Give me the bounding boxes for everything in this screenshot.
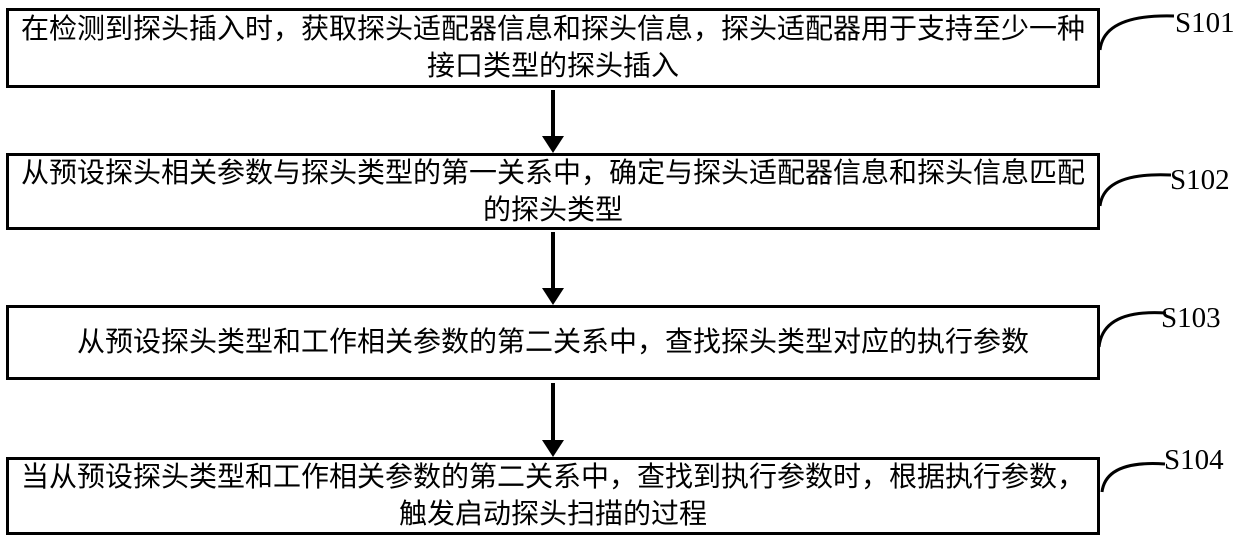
step-s102-text-line2: 的探头类型 bbox=[482, 194, 623, 226]
step-s104-text-line2: 触发启动探头扫描的过程 bbox=[398, 499, 707, 530]
arrow-s103-s104-head bbox=[542, 440, 564, 457]
leader-line-s101 bbox=[1098, 14, 1175, 51]
arrow-s102-s103-head bbox=[542, 288, 564, 305]
flow-step-s102: 从预设探头相关参数与探头类型的第一关系中，确定与探头适配器信息和探头信息匹配 的… bbox=[6, 153, 1100, 230]
step-s101-text-line1: 在检测到探头插入时，获取探头适配器信息和探头信息，探头适配器用于支持至少一种 bbox=[20, 14, 1085, 45]
flow-step-s104: 当从预设探头类型和工作相关参数的第二关系中，查找到执行参数时，根据执行参数， 触… bbox=[6, 457, 1100, 535]
flow-step-s103: 从预设探头类型和工作相关参数的第二关系中，查找探头类型对应的执行参数 bbox=[6, 305, 1100, 380]
step-label-s102: S102 bbox=[1170, 164, 1230, 196]
leader-line-s103 bbox=[1097, 311, 1167, 348]
flow-step-s101: 在检测到探头插入时，获取探头适配器信息和探头信息，探头适配器用于支持至少一种 接… bbox=[6, 8, 1100, 88]
step-s104-text-line1: 当从预设探头类型和工作相关参数的第二关系中，查找到执行参数时，根据执行参数， bbox=[20, 462, 1085, 493]
leader-line-s104 bbox=[1100, 462, 1166, 493]
leader-line-s102 bbox=[1098, 173, 1172, 207]
step-label-s104: S104 bbox=[1164, 444, 1224, 476]
step-s103-text-line1: 从预设探头类型和工作相关参数的第二关系中，查找探头类型对应的执行参数 bbox=[76, 327, 1029, 358]
step-s101-text-line2: 接口类型的探头插入 bbox=[426, 51, 679, 82]
step-s102-text-line1: 从预设探头相关参数与探头类型的第一关系中，确定与探头适配器信息和探头信息匹配 bbox=[20, 157, 1085, 189]
step-label-s103: S103 bbox=[1161, 302, 1221, 334]
step-label-s101: S101 bbox=[1175, 7, 1235, 39]
arrow-s101-s102-head bbox=[542, 136, 564, 153]
